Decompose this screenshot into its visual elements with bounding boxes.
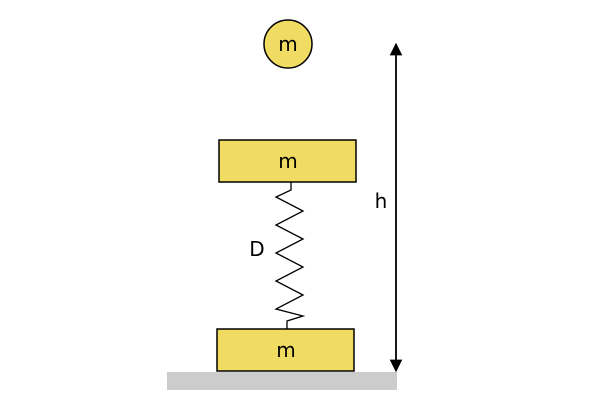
- lower-block-mass-label: m: [276, 338, 295, 362]
- ball-mass-label: m: [278, 32, 297, 56]
- upper-block: m: [218, 139, 357, 183]
- spring: [274, 182, 306, 329]
- height-label: h: [375, 189, 388, 213]
- lower-block-rect: [216, 328, 355, 372]
- ground: [167, 372, 397, 390]
- spring-label: D: [249, 237, 264, 261]
- upper-block-rect: [218, 139, 357, 183]
- falling-ball: m: [263, 19, 313, 69]
- lower-block: m: [216, 328, 355, 372]
- upper-block-mass-label: m: [278, 149, 297, 173]
- ball-circle: [263, 19, 313, 69]
